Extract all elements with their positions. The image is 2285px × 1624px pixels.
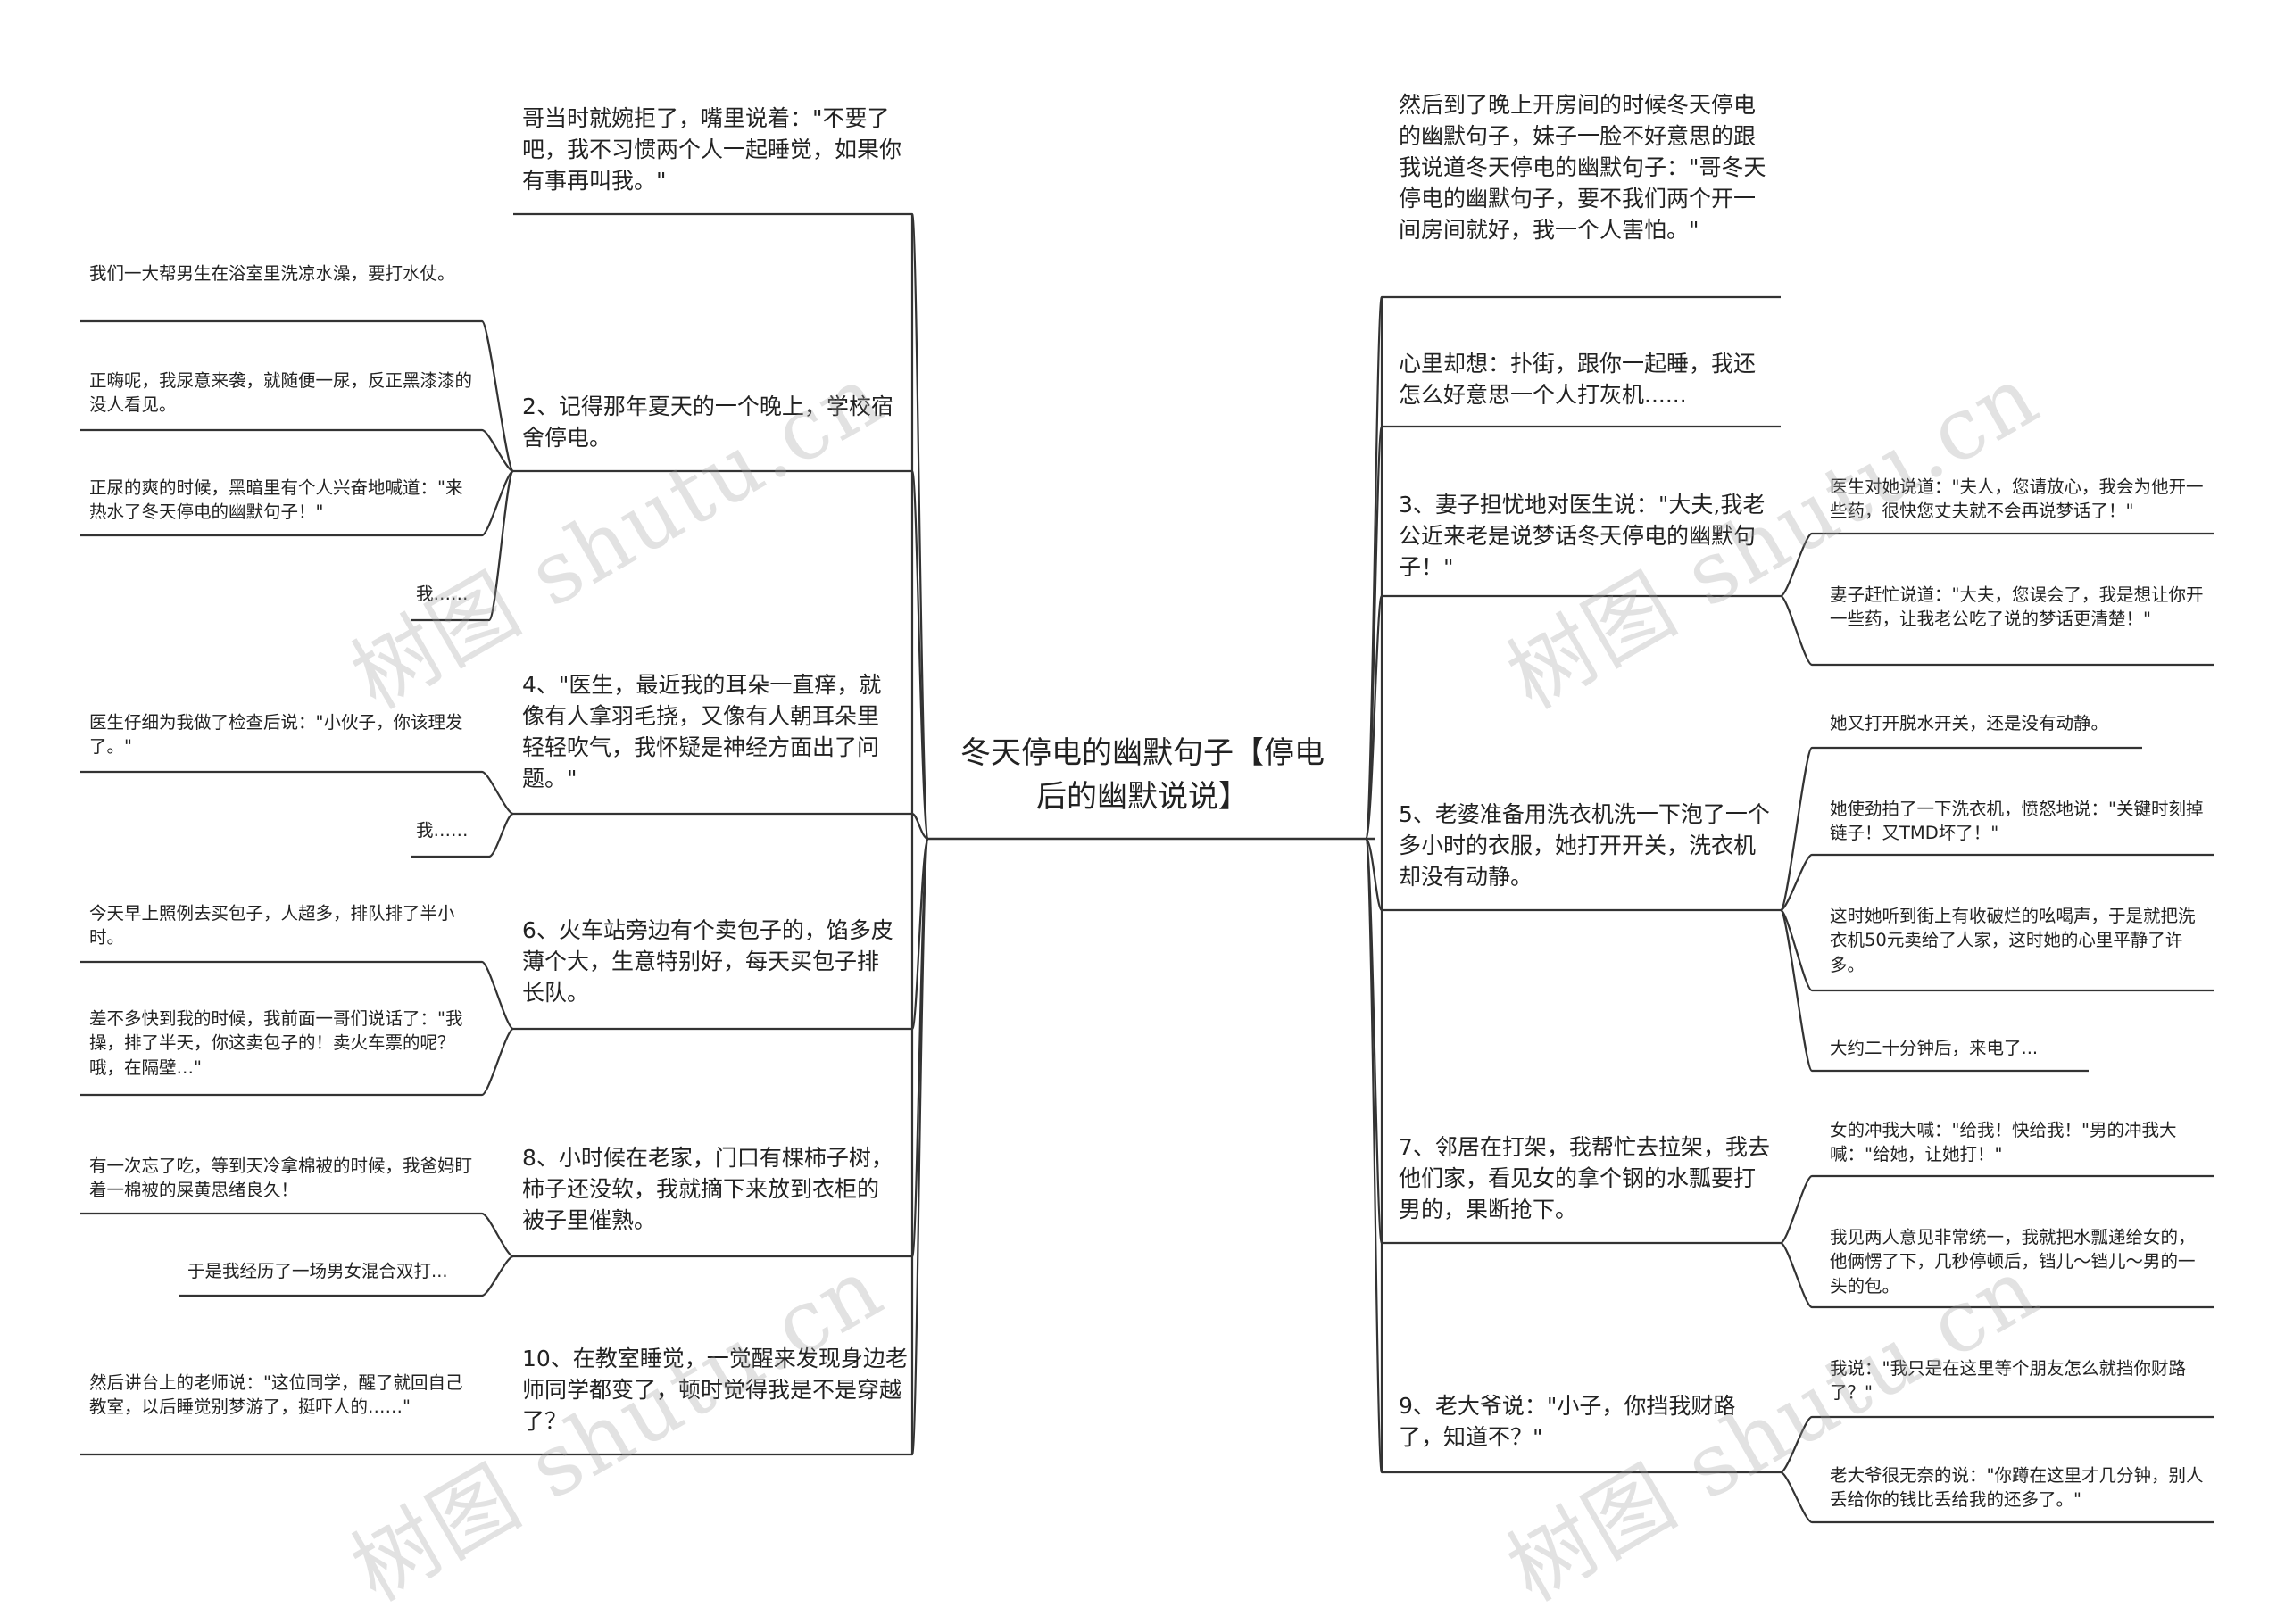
connector-line [1364,594,1383,841]
connector-line [487,469,515,622]
connector-line [481,469,514,537]
connector-line [1780,1471,1813,1524]
right-leaf-5-2[interactable]: 我见两人意见非常统一，我就把水瓢递给女的，他俩愣了下，几秒停顿后，铛儿～铛儿～男… [1830,1227,2196,1297]
connector-line [1364,295,1383,841]
connector-line [481,428,514,473]
connector-line [910,837,930,1456]
connector-line [1780,1415,1813,1474]
connector-line [488,812,514,858]
connector-line [910,837,930,1031]
left-leaf-2-1[interactable]: 我们一大帮男生在浴室里洗凉水澡，要打水仗。 [89,263,455,284]
connector-line [1780,532,1813,598]
right-branch-5[interactable]: 7、邻居在打架，我帮忙去拉架，我去他们家，看见女的拿个钢的水瓢要打男的，果断抢下… [1399,1134,1770,1222]
left-leaf-6-1[interactable]: 然后讲台上的老师说："这位同学，醒了就回自己教室，以后睡觉别梦游了，挺吓人的……… [89,1372,463,1418]
right-leaf-6-1[interactable]: 我说："我只是在这里等个朋友怎么就挡你财路了？" [1830,1358,2186,1404]
left-leaf-2-3[interactable]: 正尿的爽的时候，黑暗里有个人兴奋地喊道："来热水了冬天停电的幽默句子！" [89,477,463,523]
connector-line [481,1255,514,1297]
connector-line [480,960,515,1031]
right-leaf-6-2[interactable]: 老大爷很无奈的说："你蹲在这里才几分钟，别人丢给你的钱比丢给我的还多了。" [1830,1465,2204,1511]
right-branch-3[interactable]: 3、妻子担忧地对医生说："大夫,我老公近来老是说梦话冬天停电的幽默句子！" [1399,492,1766,580]
right-leaf-3-2[interactable]: 妻子赶忙说道："大夫，您误会了，我是想让你开一些药，让我老公吃了说的梦话更清楚！… [1830,584,2204,630]
connector-line [481,1212,514,1258]
connector-line [1364,837,1383,1245]
left-branch-4[interactable]: 6、火车站旁边有个卖包子的，馅多皮薄个大，生意特别好，每天买包子排长队。 [522,917,893,1006]
left-leaf-2-4[interactable]: 我…… [416,584,469,604]
connector-line [911,812,929,841]
left-leaf-5-2[interactable]: 于是我经历了一场男女混合双打... [187,1261,448,1281]
right-leaf-4-4[interactable]: 大约二十分钟后，来电了... [1830,1038,2039,1058]
right-leaf-3-1[interactable]: 医生对她说道："夫人，您请放心，我会为他开一些药，很快您丈夫就不会再说梦话了！" [1830,476,2204,522]
connector-line [1364,837,1383,1474]
left-leaf-5-1[interactable]: 有一次忘了吃，等到天冷拿棉被的时候，我爸妈盯着一棉被的屎黄思绪良久！ [89,1156,473,1201]
connector-line [480,319,515,473]
connector-line [1779,908,1814,1073]
left-branch-1[interactable]: 哥当时就婉拒了，嘴里说着："不要了吧，我不习惯两个人一起睡觉，如果你有事再叫我。… [522,105,902,194]
left-leaf-2-2[interactable]: 正嗨呢，我尿意来袭，就随便一尿，反正黑漆漆的没人看见。 [89,370,473,416]
right-branch-1[interactable]: 然后到了晚上开房间的时候冬天停电的幽默句子，妹子一脸不好意思的跟我说道冬天停电的… [1399,92,1766,243]
connector-line [1780,853,1813,912]
connector-line [1364,837,1383,912]
right-leaf-4-2[interactable]: 她使劲拍了一下洗衣机，愤怒地说："关键时刻掉链子！又TMD坏了！" [1830,799,2204,844]
connector-line [910,212,930,841]
connector-line [1779,594,1814,667]
connector-line [480,1027,515,1097]
central-topic[interactable]: 冬天停电的幽默句子【停电后的幽默说说】 [960,735,1325,816]
connector-line [910,837,930,1258]
right-leaf-4-3[interactable]: 这时她听到街上有收破烂的吆喝声，于是就把洗衣机50元卖给了人家，这时她的心里平静… [1830,906,2196,975]
left-branch-3[interactable]: 4、"医生，最近我的耳朵一直痒，就像有人拿羽毛挠，又像有人朝耳朵里轻轻吹气，我怀… [522,672,882,791]
left-branch-2[interactable]: 2、记得那年夏天的一个晚上，学校宿舍停电。 [522,394,893,451]
connector-line [910,469,930,841]
right-leaf-5-1[interactable]: 女的冲我大喊："给我！快给我！"男的冲我大喊："给她，让她打！" [1830,1120,2177,1165]
left-branch-6[interactable]: 10、在教室睡觉，一觉醒来发现身边老师同学都变了，顿时觉得我是不是穿越了？ [522,1346,908,1434]
right-branch-2[interactable]: 心里却想：扑街，跟你一起睡，我还怎么好意思一个人打灰机...... [1399,351,1757,408]
left-branch-5[interactable]: 8、小时候在老家，门口有棵柿子树，柿子还没软，我就摘下来放到衣柜的被子里催熟。 [522,1145,893,1233]
right-branch-4[interactable]: 5、老婆准备用洗衣机洗一下泡了一个多小时的衣服，她打开开关，洗衣机却没有动静。 [1399,801,1770,890]
left-leaf-4-2[interactable]: 差不多快到我的时候，我前面一哥们说话了："我操，排了半天，你这卖包子的！卖火车票… [89,1008,463,1078]
connector-line [1780,1241,1813,1309]
connector-line [481,770,514,816]
connector-line [1364,425,1383,841]
right-branch-6[interactable]: 9、老大爷说："小子，你挡我财路了，知道不？" [1399,1393,1736,1450]
connector-line [1779,1174,1814,1245]
right-leaf-4-1[interactable]: 她又打开脱水开关，还是没有动静。 [1830,713,2109,733]
left-leaf-3-2[interactable]: 我…… [416,820,469,841]
connector-line [1779,746,1814,912]
left-leaf-3-1[interactable]: 医生仔细为我做了检查后说："小伙子，你该理发了。" [89,712,463,758]
left-leaf-4-1[interactable]: 今天早上照例去买包子，人超多，排队排了半小时。 [89,903,455,949]
